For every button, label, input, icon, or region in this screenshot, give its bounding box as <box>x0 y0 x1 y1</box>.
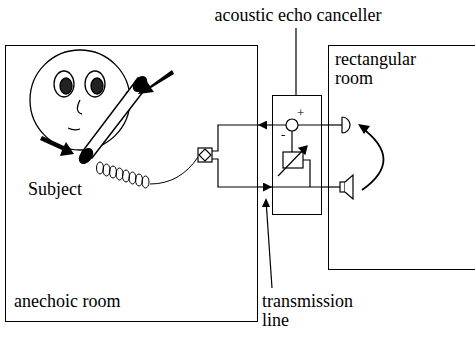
handset <box>76 73 151 167</box>
acoustic-path <box>362 128 384 190</box>
arrowhead <box>262 198 270 207</box>
cord-winding <box>103 164 110 176</box>
eye <box>85 71 105 97</box>
signal-line <box>258 186 272 187</box>
room-box: rectangular room <box>328 45 475 270</box>
adaptation-arrow <box>278 146 307 176</box>
sound-arrow <box>138 70 174 94</box>
cord-winding <box>110 166 117 178</box>
head <box>30 50 130 150</box>
wire <box>328 186 340 187</box>
heading-label: acoustic echo canceller <box>193 6 403 25</box>
wire <box>212 125 258 151</box>
arrowhead <box>299 146 307 154</box>
sign-label: + <box>297 106 304 120</box>
wire <box>272 186 322 187</box>
cord-winding <box>136 174 143 186</box>
loudspeaker-symbol <box>345 175 353 199</box>
nose <box>77 100 82 114</box>
subject-figure <box>30 50 131 150</box>
cord-winding <box>129 172 136 184</box>
handset-cord <box>97 162 150 188</box>
annotation-label: Subject <box>28 180 82 199</box>
wire <box>212 159 258 187</box>
hybrid <box>198 148 212 162</box>
loudspeaker-symbol <box>340 182 345 192</box>
mouthpiece <box>76 145 97 167</box>
annotation-label: transmission line <box>262 292 382 330</box>
summing-node <box>286 119 298 131</box>
leader-line <box>295 28 296 95</box>
room-label: anechoic room <box>14 292 120 311</box>
cord-winding <box>97 162 104 174</box>
handset-cord <box>150 157 198 184</box>
room-label: rectangular room <box>335 50 455 88</box>
sound-arrow <box>40 136 74 156</box>
cord-winding <box>142 176 149 188</box>
hybrid-box <box>198 148 212 162</box>
wire <box>328 124 342 125</box>
pupil <box>91 78 103 94</box>
cord-winding <box>123 170 130 182</box>
mouth <box>68 128 80 130</box>
signal-line <box>258 124 272 125</box>
microphone-symbol <box>342 117 350 133</box>
arrowhead <box>358 124 370 134</box>
hybrid-diamond <box>199 149 211 161</box>
wire <box>303 160 310 187</box>
pupil <box>60 78 72 94</box>
sign-label: - <box>281 128 285 142</box>
eye <box>54 71 74 97</box>
cord-winding <box>116 168 123 180</box>
